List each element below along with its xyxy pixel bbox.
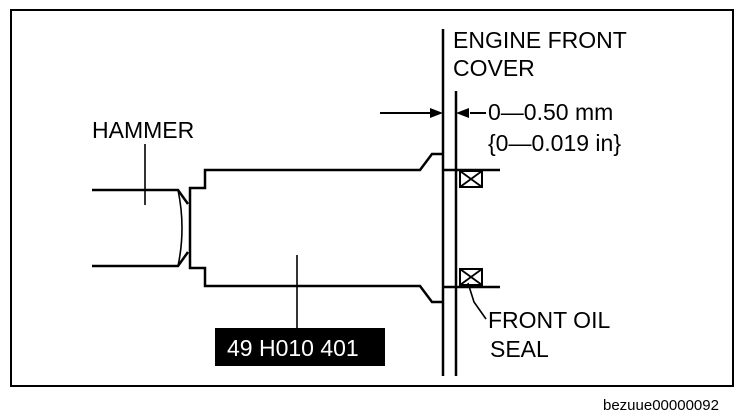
- clearance-mm-label: 0—0.50 mm: [488, 99, 613, 125]
- front-oil-seal-label-line2: SEAL: [490, 336, 549, 362]
- hammer-label: HAMMER: [92, 117, 194, 143]
- installer-tool-outline: [188, 152, 443, 304]
- hammer-outline: [92, 188, 190, 268]
- hammer-tip: [177, 189, 183, 267]
- clearance-arrow-right: [456, 108, 486, 118]
- front-oil-seal-leader-line: [467, 282, 487, 320]
- front-oil-seal-label-line1: FRONT OIL: [488, 307, 610, 333]
- engine-front-cover-label-line1: ENGINE FRONT: [453, 27, 627, 53]
- tool-number-text: 49 H010 401: [227, 335, 359, 361]
- clearance-in-label: {0—0.019 in}: [488, 130, 621, 156]
- image-code-label: bezuue00000092: [603, 397, 719, 414]
- clearance-arrow-left: [380, 108, 443, 118]
- oil-seal-lower: [459, 268, 483, 286]
- oil-seal-upper: [459, 170, 483, 188]
- engine-front-cover-label-line2: COVER: [453, 55, 535, 81]
- diagram-frame: [10, 9, 734, 387]
- tool-number-badge: 49 H010 401: [215, 328, 385, 366]
